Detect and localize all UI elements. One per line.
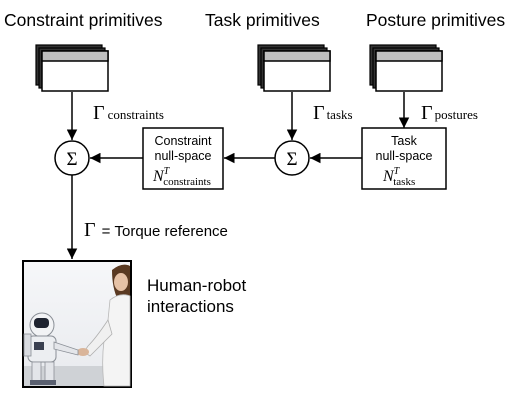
- svg-text:Task: Task: [391, 134, 417, 148]
- svg-text:Constraint: Constraint: [155, 134, 212, 148]
- svg-text:null-space: null-space: [155, 149, 212, 163]
- tasks-summation-node: Σ: [274, 140, 310, 176]
- human-robot-interactions-line2: interactions: [147, 297, 234, 316]
- svg-text:Σ: Σ: [286, 149, 297, 170]
- svg-text:null-space: null-space: [376, 149, 433, 163]
- task-primitives-label: Task primitives: [205, 10, 320, 30]
- svg-text:Σ: Σ: [66, 149, 77, 170]
- constraint-primitives-stack-icon: [35, 44, 109, 92]
- posture-primitives-stack-icon: [369, 44, 443, 92]
- human-robot-interactions-line1: Human-robot: [147, 276, 246, 295]
- torque-reference-label: Γ= Torque reference: [84, 219, 228, 241]
- constraints-summation-node: Σ: [54, 140, 90, 176]
- posture-primitives-label: Posture primitives: [366, 10, 505, 30]
- human-robot-handshake-photo: [22, 260, 132, 388]
- task-primitives-stack-icon: [257, 44, 331, 92]
- constraint-primitives-label: Constraint primitives: [4, 10, 163, 30]
